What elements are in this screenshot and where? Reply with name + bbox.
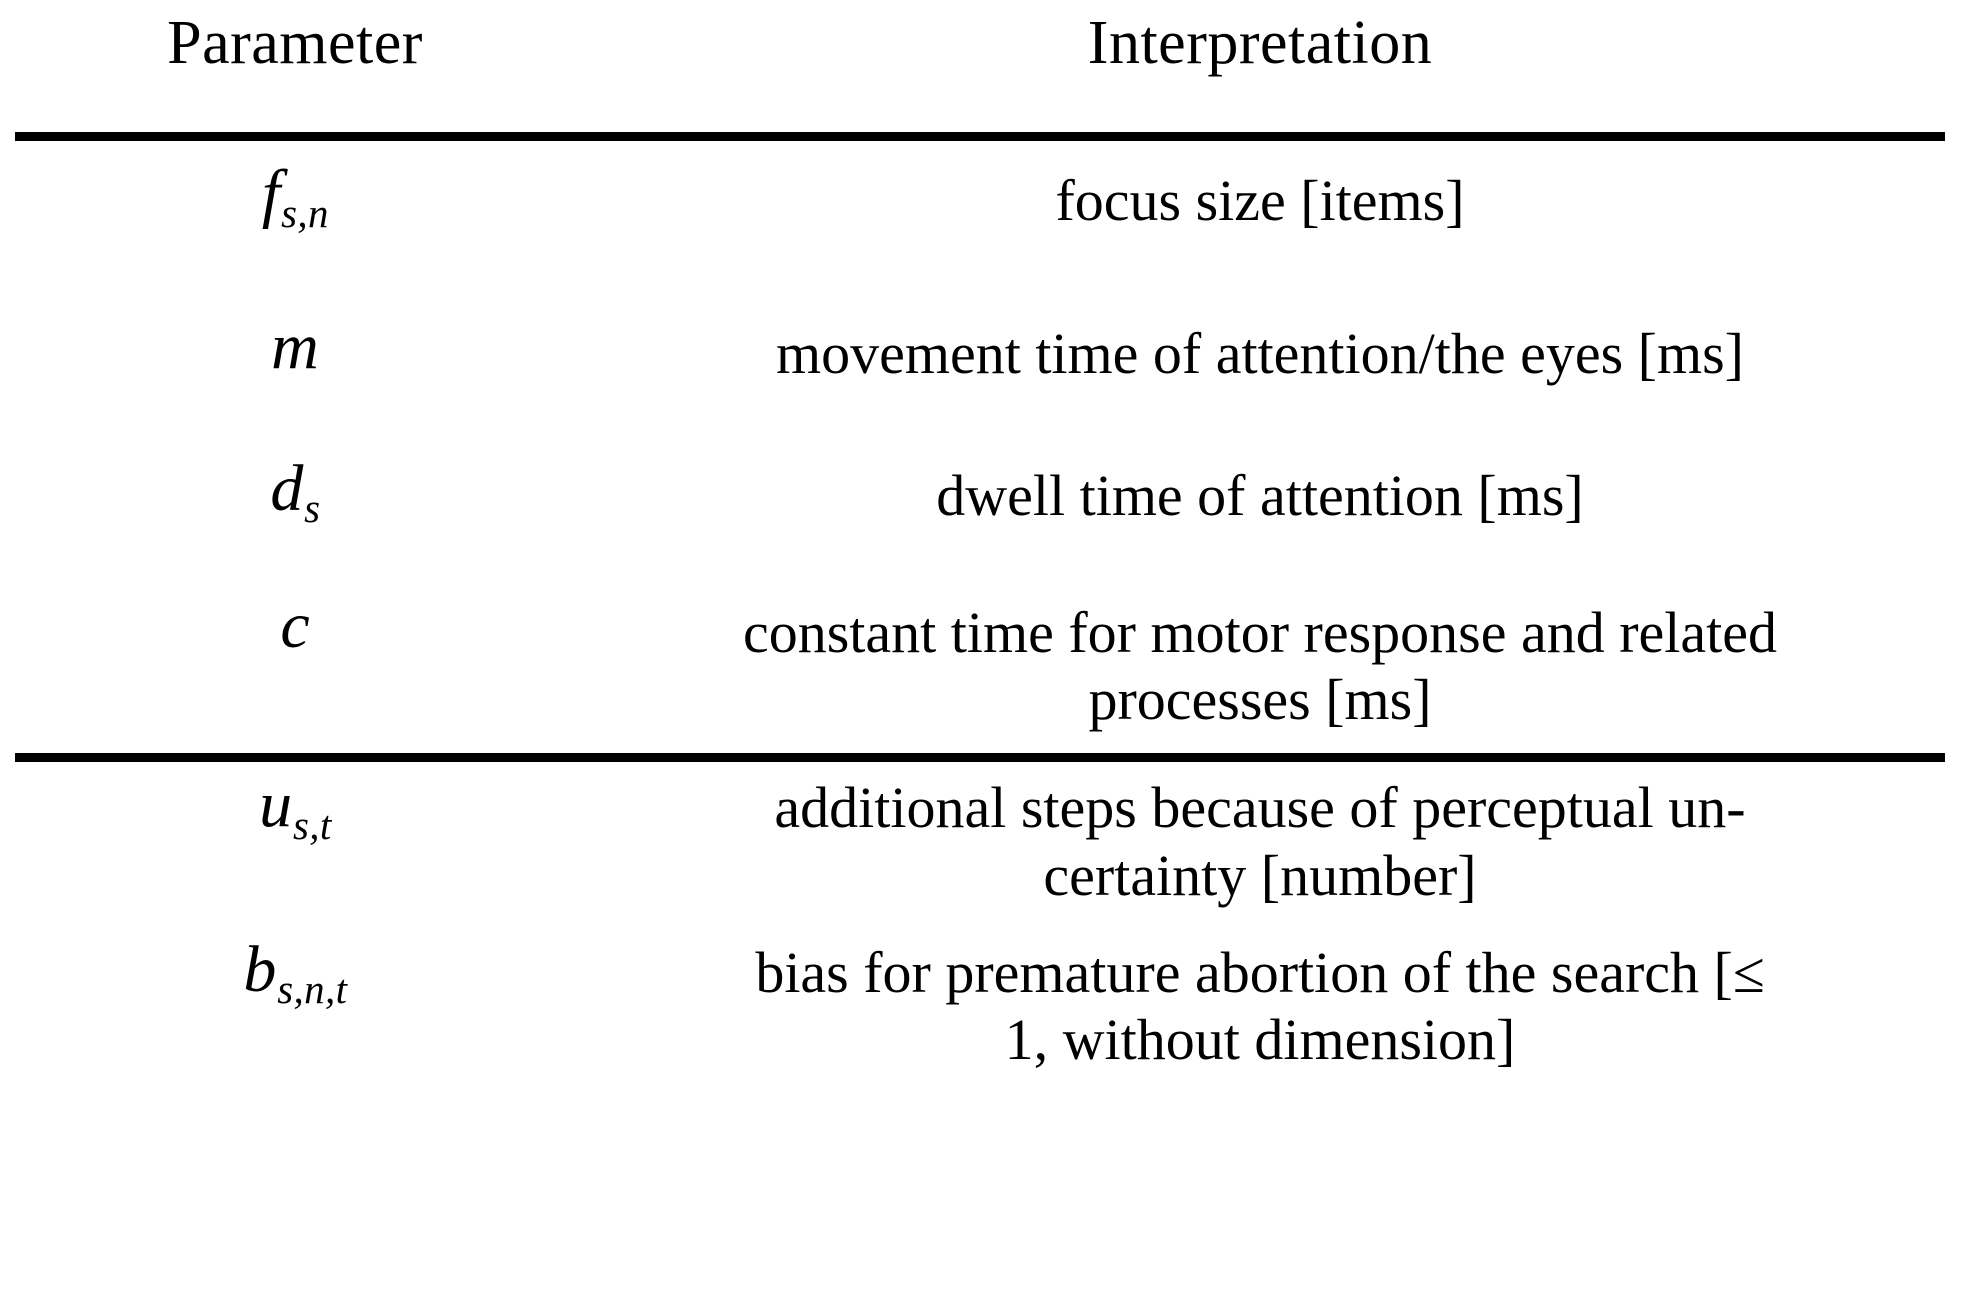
mid-rule-row xyxy=(15,753,1945,763)
parameter-symbol-cell: fs,n xyxy=(15,141,575,235)
horizontal-rule-mid xyxy=(15,753,1945,763)
symbol-base: m xyxy=(271,310,319,384)
mid-rule-cell xyxy=(15,753,1945,763)
top-rule-row xyxy=(15,132,1945,141)
parameter-symbol-cell: m xyxy=(15,234,575,387)
interpretation-line: movement time of attention/the eyes [ms] xyxy=(775,321,1745,387)
parameter-symbol-cell: c xyxy=(15,529,575,754)
interpretation-cell: additional steps because of perceptual u… xyxy=(575,762,1945,909)
table-row: fs,n focus size [items] xyxy=(15,141,1945,235)
symbol-subscript: s,n xyxy=(281,191,329,237)
symbol-base: f xyxy=(261,157,281,230)
table-row: ds dwell time of attention [ms] xyxy=(15,388,1945,529)
symbol-subscript: s,n,t xyxy=(277,967,348,1013)
math-symbol-c: c xyxy=(280,591,309,660)
math-symbol-f-sn: fs,n xyxy=(261,157,329,235)
table-body: fs,n focus size [items] m movement time … xyxy=(15,132,1945,1073)
interpretation-line: constant time for motor response and rel… xyxy=(742,599,1777,665)
table-row: c constant time for motor response and r… xyxy=(15,529,1945,754)
header-row: Parameter Interpretation xyxy=(15,0,1945,132)
symbol-base: d xyxy=(270,451,304,525)
interpretation-line: 1, without dimension] xyxy=(1004,1007,1516,1073)
interpretation-cell: movement time of attention/the eyes [ms] xyxy=(575,234,1945,387)
math-symbol-m: m xyxy=(271,312,319,381)
math-symbol-b-snt: bs,n,t xyxy=(243,932,347,1011)
interpretation-cell: constant time for motor response and rel… xyxy=(575,529,1945,754)
symbol-base: u xyxy=(259,768,293,842)
top-rule-cell xyxy=(15,132,1945,141)
interpretation-cell: dwell time of attention [ms] xyxy=(575,388,1945,529)
column-header-interpretation: Interpretation xyxy=(1087,9,1433,77)
horizontal-rule-top xyxy=(15,132,1945,141)
symbol-base: b xyxy=(243,932,277,1006)
interpretation-line: certainty [number] xyxy=(1043,842,1477,908)
symbol-subscript: s,t xyxy=(292,802,332,848)
interpretation-line: processes [ms] xyxy=(1088,667,1432,733)
parameter-symbol-cell: ds xyxy=(15,388,575,529)
table-header: Parameter Interpretation xyxy=(15,0,1945,132)
interpretation-line: bias for premature abortion of the searc… xyxy=(755,939,1765,1005)
interpretation-line: focus size [items] xyxy=(1055,168,1465,233)
interpretation-line: dwell time of attention [ms] xyxy=(936,462,1584,528)
table-row: us,t additional steps because of percept… xyxy=(15,762,1945,909)
math-symbol-u-st: us,t xyxy=(259,768,331,846)
parameter-symbol-cell: us,t xyxy=(15,762,575,909)
parameter-symbol-cell: bs,n,t xyxy=(15,909,575,1074)
parameter-interpretation-table: Parameter Interpretation fs,n focus size… xyxy=(15,0,1945,1073)
table-row: bs,n,t bias for premature abortion of th… xyxy=(15,909,1945,1074)
table-row: m movement time of attention/the eyes [m… xyxy=(15,234,1945,387)
column-header-parameter: Parameter xyxy=(167,9,423,77)
interpretation-cell: bias for premature abortion of the searc… xyxy=(575,909,1945,1074)
math-symbol-d-s: ds xyxy=(270,451,320,529)
interpretation-cell: focus size [items] xyxy=(575,141,1945,234)
symbol-subscript: s xyxy=(304,485,321,531)
interpretation-line: additional steps because of perceptual u… xyxy=(774,775,1746,841)
symbol-base: c xyxy=(280,588,310,662)
